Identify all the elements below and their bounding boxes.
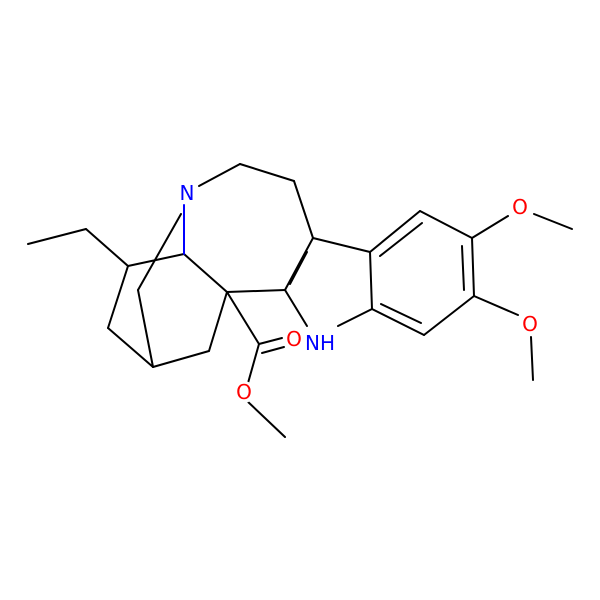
bond	[369, 210, 421, 253]
bond	[85, 228, 129, 267]
bond	[293, 180, 314, 239]
bond	[461, 245, 465, 291]
bond	[137, 289, 154, 368]
bond	[198, 163, 241, 187]
bond	[380, 303, 422, 324]
bond	[530, 336, 534, 381]
bond	[258, 337, 283, 345]
bond	[27, 228, 87, 245]
bond	[379, 222, 423, 257]
nh-atom: NH	[303, 330, 337, 356]
oxygen-atom: O	[283, 327, 305, 351]
atom-labels: N NH O O O O	[176, 181, 541, 404]
bond	[152, 350, 210, 368]
bond	[337, 308, 373, 327]
atom-label-n: N	[180, 181, 195, 205]
bond	[107, 265, 129, 329]
bond	[312, 237, 371, 253]
bond	[137, 213, 182, 291]
bond	[371, 308, 425, 336]
bond	[289, 251, 308, 285]
bond	[419, 210, 473, 239]
atom-label-o-methoxy-1: O	[512, 195, 528, 219]
bond	[226, 289, 286, 293]
bonds	[27, 163, 573, 438]
bond	[247, 343, 260, 384]
atom-label-o-methoxy-2: O	[522, 312, 538, 336]
bond	[473, 295, 519, 316]
nitrogen-atom: N	[176, 181, 198, 205]
bond	[284, 289, 308, 327]
oxygen-atom: O	[519, 312, 541, 336]
bond	[226, 291, 260, 345]
oxygen-atom: O	[233, 380, 255, 404]
bond	[369, 251, 373, 310]
bond	[284, 237, 314, 291]
bond	[261, 346, 285, 354]
bond	[245, 399, 286, 438]
bond	[533, 213, 573, 230]
atom-label-o-carbonyl: O	[286, 327, 302, 351]
bond	[183, 253, 228, 293]
oxygen-atom: O	[509, 195, 531, 219]
bond	[239, 163, 295, 182]
bond	[107, 327, 154, 368]
atom-label-o-ester: O	[236, 380, 252, 404]
bond	[423, 295, 475, 336]
atom-label-nh: NH	[305, 331, 335, 355]
bond	[471, 215, 509, 239]
bond	[208, 291, 228, 352]
bond	[471, 237, 475, 297]
